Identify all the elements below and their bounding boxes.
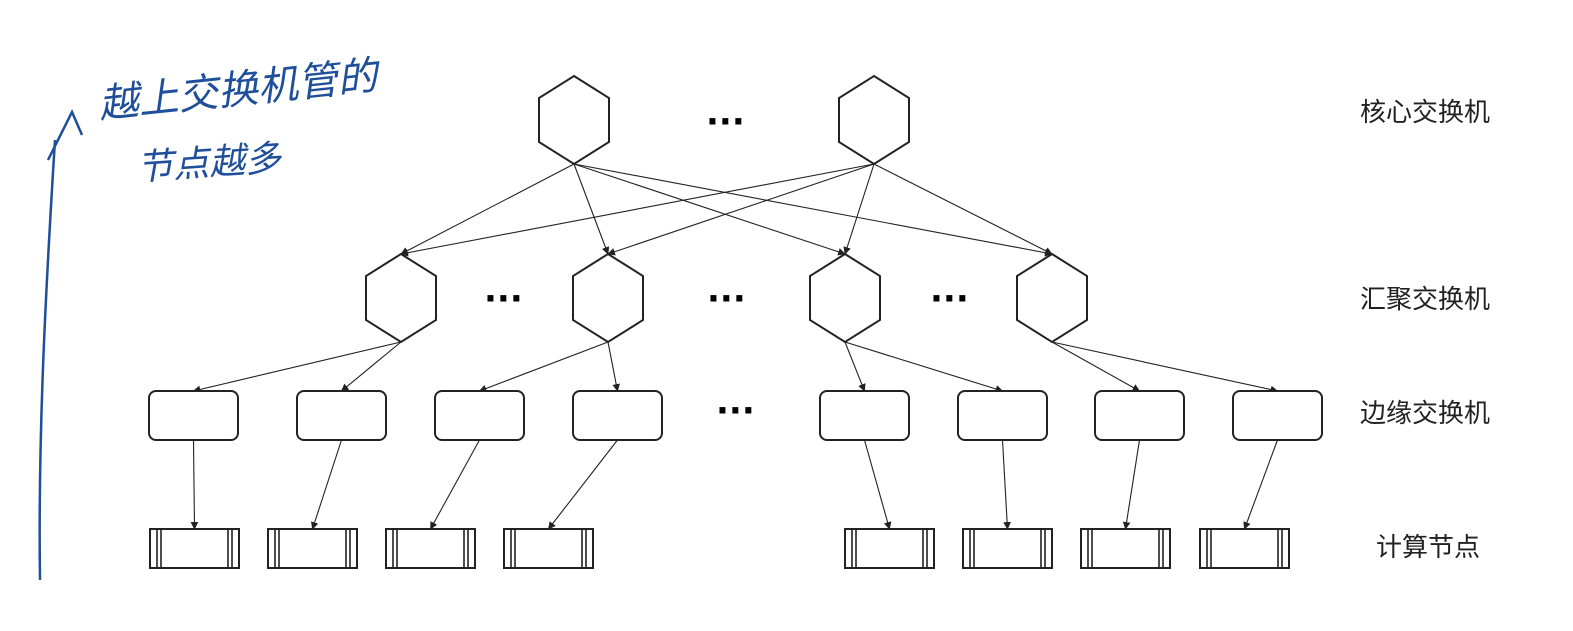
aggregation-switch-1: [365, 252, 437, 344]
link-core1-agg4: [573, 163, 1053, 257]
link-edge5-compute5: [863, 439, 892, 530]
link-core2-agg1: [400, 163, 875, 257]
link-core2-agg2: [607, 163, 875, 256]
edge-switch-5: [819, 390, 910, 441]
agg-ellipsis-1: ···: [484, 279, 523, 319]
link-agg2-edge3: [478, 341, 609, 393]
compute-node-3: [385, 528, 476, 569]
edge-switch-3: [434, 390, 525, 441]
link-core2-agg3: [843, 163, 875, 255]
link-edge8-compute8: [1243, 439, 1279, 530]
compute-node-2: [267, 528, 358, 569]
link-agg4-edge7: [1051, 341, 1141, 392]
label-edge-switch: 边缘交换机: [1360, 399, 1490, 429]
link-agg1-edge2: [340, 341, 402, 392]
compute-node-5: [844, 528, 935, 569]
link-agg3-edge6: [844, 341, 1004, 393]
link-edge1-compute1: [190, 439, 199, 530]
agg-ellipsis-2: ···: [707, 279, 746, 319]
agg-ellipsis-3: ···: [930, 279, 969, 319]
link-edge2-compute2: [310, 439, 343, 530]
core-ellipsis: ···: [706, 102, 745, 142]
link-edge3-compute3: [430, 439, 480, 530]
aggregation-switch-4: [1016, 252, 1088, 344]
edge-switch-6: [957, 390, 1048, 441]
link-core1-agg3: [573, 163, 846, 256]
link-edge6-compute6: [1001, 439, 1011, 530]
aggregation-switch-3: [809, 252, 881, 344]
link-edge7-compute7: [1122, 439, 1141, 530]
annotation-line-2: 节点越多: [136, 138, 285, 189]
link-edge4-compute4: [548, 439, 618, 530]
compute-node-4: [503, 528, 594, 569]
compute-node-8: [1199, 528, 1290, 569]
links-group: [190, 163, 1279, 530]
core-switch-1: [538, 74, 610, 166]
compute-node-7: [1080, 528, 1171, 569]
ellipsis-group: ··· ··· ··· ··· ···: [484, 102, 969, 431]
label-compute-node: 计算节点: [1376, 533, 1480, 563]
compute-node-6: [962, 528, 1053, 569]
edge-switch-4: [572, 390, 663, 441]
hand-drawn-arrow-line: [38, 139, 57, 581]
link-agg4-edge8: [1051, 341, 1279, 394]
link-agg1-edge1: [192, 341, 402, 394]
label-core-switch: 核心交换机: [1360, 98, 1490, 128]
link-core1-agg2: [573, 163, 610, 255]
edge-switch-1: [148, 390, 239, 441]
edge-ellipsis: ···: [716, 391, 755, 431]
core-switch-2: [838, 74, 910, 166]
nodes-group: [148, 74, 1323, 569]
link-core2-agg4: [873, 163, 1053, 255]
annotation-line-1: 越上交换机管的: [96, 53, 383, 128]
compute-node-1: [149, 528, 240, 569]
edge-switch-8: [1232, 390, 1323, 441]
hand-drawn-arrow-head: [46, 109, 84, 161]
edge-switch-2: [296, 390, 387, 441]
link-core1-agg1: [400, 163, 575, 255]
handwritten-annotation: 越上交换机管的 节点越多: [38, 53, 383, 581]
link-agg3-edge5: [844, 341, 866, 392]
layer-labels: 核心交换机 汇聚交换机 边缘交换机 计算节点: [1360, 98, 1490, 563]
link-agg2-edge4: [607, 341, 620, 392]
edge-switch-7: [1094, 390, 1185, 441]
aggregation-switch-2: [572, 252, 644, 344]
label-aggregation-switch: 汇聚交换机: [1360, 285, 1490, 315]
